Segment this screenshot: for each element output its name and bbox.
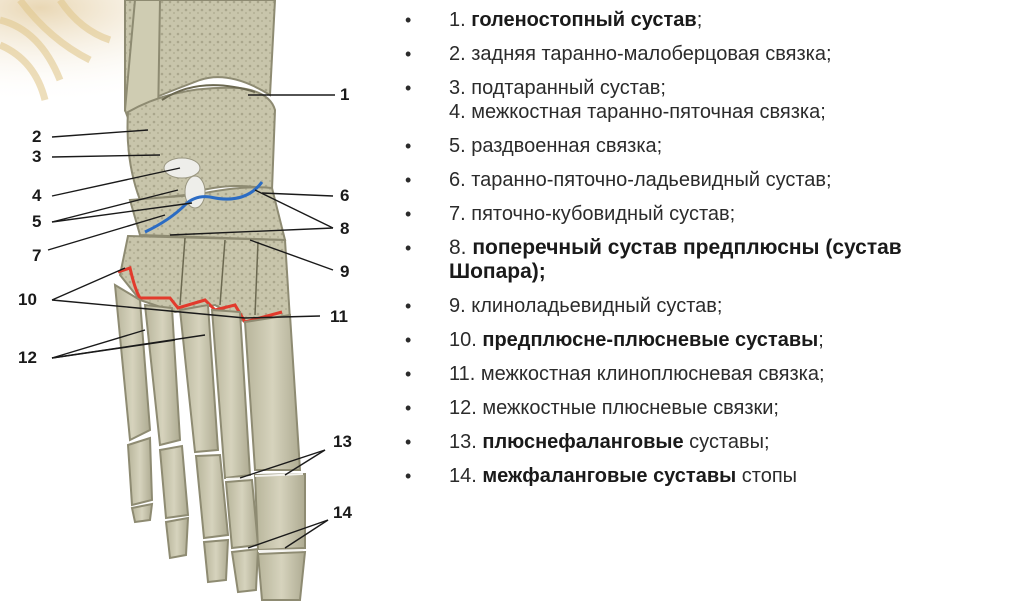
bullet: • [405, 8, 411, 32]
legend-item-13: • 13. плюснефаланговые суставы; [405, 430, 1015, 454]
legend-item-12: • 12. межкостные плюсневые связки; [405, 396, 1015, 420]
legend-tail: суставы; [684, 431, 770, 453]
bullet: • [405, 202, 411, 226]
legend-text: задняя таранно-малоберцовая связка; [471, 43, 831, 65]
legend-text: межкостная клиноплюсневая связка; [481, 363, 825, 385]
bullet: • [405, 464, 411, 488]
legend-bold: межфаланговые суставы [482, 465, 736, 487]
legend-text: таранно-пяточно-ладьевидный сустав; [471, 169, 831, 191]
callout-1: 1 [340, 85, 349, 105]
legend-item-9: • 9. клиноладьевидный сустав; [405, 294, 1015, 318]
callout-6: 6 [340, 186, 349, 206]
callout-3: 3 [32, 147, 41, 167]
callout-12: 12 [18, 348, 37, 368]
callout-11: 11 [330, 307, 348, 327]
callout-13: 13 [333, 432, 352, 452]
legend-bold: голеностопный сустав [471, 9, 696, 31]
legend-num: 9. [449, 295, 471, 317]
bullet: • [405, 76, 411, 100]
legend-item-1: • 1. голеностопный сустав; [405, 8, 1015, 32]
legend-num: 3. [449, 77, 471, 99]
legend-text: клиноладьевидный сустав; [471, 295, 722, 317]
callout-14: 14 [333, 503, 352, 523]
legend-bold: Шопара); [449, 260, 546, 283]
legend-item-11: • 11. межкостная клиноплюсневая связка; [405, 362, 1015, 386]
callout-9: 9 [340, 262, 349, 282]
legend-num: 11. [449, 363, 481, 385]
bullet: • [405, 134, 411, 158]
legend-list: • 1. голеностопный сустав; • 2. задняя т… [405, 8, 1015, 498]
legend-num: 7. [449, 203, 471, 225]
legend-item-8: • 8. поперечный сустав предплюсны (суста… [405, 236, 1015, 284]
callout-8: 8 [340, 219, 349, 239]
callout-2: 2 [32, 127, 41, 147]
legend-text: подтаранный сустав; [471, 77, 666, 99]
legend-item-10: • 10. предплюсне-плюсневые суставы; [405, 328, 1015, 352]
legend-item-5: • 5. раздвоенная связка; [405, 134, 1015, 158]
legend-text: межкостные плюсневые связки; [482, 397, 779, 419]
legend-num: 6. [449, 169, 471, 191]
legend-tail: ; [697, 9, 703, 31]
legend-num: 5. [449, 135, 471, 157]
legend-tail: стопы [736, 465, 797, 487]
callout-10: 10 [18, 290, 37, 310]
legend-num: 4. [449, 101, 471, 123]
bullet: • [405, 396, 411, 420]
bullet: • [405, 430, 411, 454]
bullet: • [405, 236, 411, 260]
legend-num: 12. [449, 397, 482, 419]
legend-text: пяточно-кубовидный сустав; [471, 203, 735, 225]
bullet: • [405, 168, 411, 192]
legend-num: 10. [449, 329, 482, 351]
legend-item-6: • 6. таранно-пяточно-ладьевидный сустав; [405, 168, 1015, 192]
callout-4: 4 [32, 186, 41, 206]
legend-num: 14. [449, 465, 482, 487]
bullet: • [405, 362, 411, 386]
legend-item-14: • 14. межфаланговые суставы стопы [405, 464, 1015, 488]
legend-text: раздвоенная связка; [471, 135, 662, 157]
bullet: • [405, 328, 411, 352]
legend-num: 13. [449, 431, 482, 453]
legend-text: межкостная таранно-пяточная связка; [471, 101, 826, 123]
callout-5: 5 [32, 212, 41, 232]
legend-num: 1. [449, 9, 471, 31]
legend-num: 8. [449, 236, 472, 259]
legend-bold: плюснефаланговые [482, 431, 683, 453]
legend-item-3: • 3. подтаранный сустав; 4. межкостная т… [405, 76, 1015, 124]
bullet: • [405, 42, 411, 66]
legend-bold: поперечный сустав предплюсны (сустав [472, 236, 901, 259]
legend-num: 2. [449, 43, 471, 65]
legend-tail: ; [818, 329, 824, 351]
legend-bold: предплюсне-плюсневые суставы [482, 329, 818, 351]
legend-item-2: • 2. задняя таранно-малоберцовая связка; [405, 42, 1015, 66]
bullet: • [405, 294, 411, 318]
legend-item-7: • 7. пяточно-кубовидный сустав; [405, 202, 1015, 226]
callout-7: 7 [32, 246, 41, 266]
